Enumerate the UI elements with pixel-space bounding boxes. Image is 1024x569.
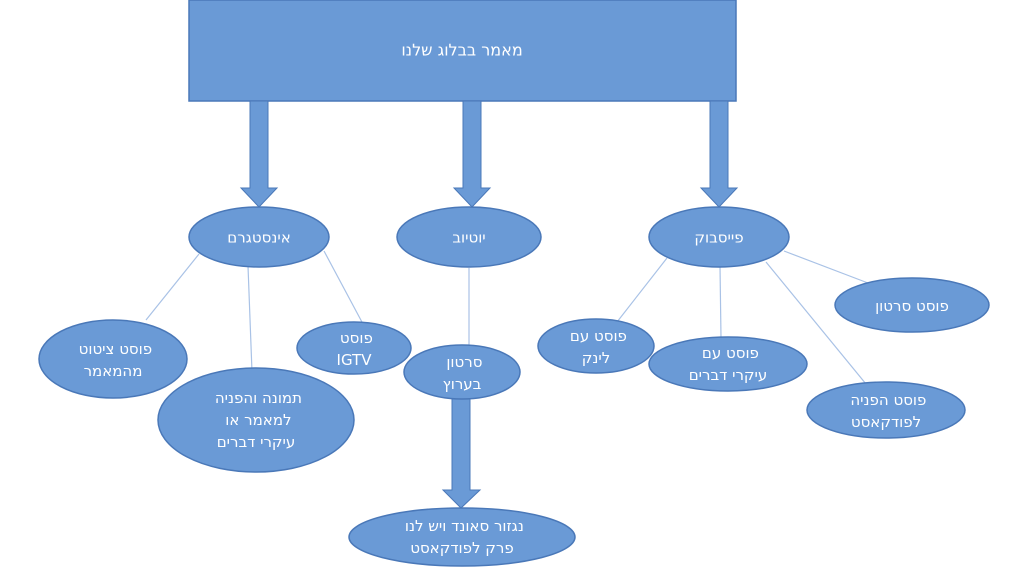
channel-instagram: אינסטגרם xyxy=(188,206,330,268)
facebook-item-key-points: פוסט עם עיקרי דברים xyxy=(648,336,808,392)
facebook-podcast-label: פוסט הפניה לפודקאסט xyxy=(846,391,927,431)
connector-facebook-podcast-ref xyxy=(765,261,867,385)
arrows xyxy=(239,100,739,509)
facebook-keypoints-label: פוסט עם עיקרי דברים xyxy=(689,344,768,384)
instagram-igtv-label: פוסט IGTV xyxy=(335,329,373,369)
facebook-keypoints-ellipse xyxy=(648,336,808,392)
connector-facebook-key-points xyxy=(719,265,722,339)
facebook-item-podcast-ref: פוסט הפניה לפודקאסט xyxy=(806,381,966,439)
instagram-item-image: תמונה והפניה למאמר או עיקרי דברים xyxy=(157,367,355,473)
instagram-quote-label: פוסט ציטוט מהמאמר xyxy=(74,340,152,380)
arrow-to-youtube xyxy=(452,100,492,208)
youtube-label: יוטיוב xyxy=(452,229,485,247)
root-box xyxy=(188,0,737,102)
facebook-link-label: פוסט עם לינק xyxy=(565,327,627,367)
facebook-video-ellipse xyxy=(834,277,990,333)
channel-youtube: יוטיוב xyxy=(396,206,542,268)
facebook-podcast-ellipse xyxy=(806,381,966,439)
connector-instagram-image xyxy=(247,265,253,373)
youtube-item-podcast: נגזור סאונד ויש לנו פרק לפודקאסט xyxy=(348,507,576,567)
channel-facebook: פייסבוק xyxy=(648,206,790,268)
youtube-ellipse xyxy=(396,206,542,268)
connector-facebook-video xyxy=(783,250,869,284)
youtube-podcast-label: נגזור סאונד ויש לנו פרק לפודקאסט xyxy=(400,517,524,557)
instagram-image-label: תמונה והפניה למאמר או עיקרי דברים xyxy=(210,389,302,451)
arrow-to-facebook xyxy=(699,100,739,208)
facebook-item-video: פוסט סרטון xyxy=(834,277,990,333)
facebook-link-ellipse xyxy=(537,318,655,374)
instagram-item-quote: פוסט ציטוט מהמאמר xyxy=(38,319,188,399)
instagram-ellipse xyxy=(188,206,330,268)
youtube-video-label: סרטון בערוץ xyxy=(442,353,483,393)
instagram-quote-ellipse xyxy=(38,319,188,399)
youtube-podcast-ellipse xyxy=(348,507,576,567)
root-label: מאמר בבלוג שלנו xyxy=(401,41,522,60)
instagram-item-igtv: פוסט IGTV xyxy=(296,321,412,375)
instagram-image-ellipse xyxy=(157,367,355,473)
connector-instagram-igtv xyxy=(323,250,364,325)
facebook-ellipse xyxy=(648,206,790,268)
youtube-item-video: סרטון בערוץ xyxy=(403,344,521,400)
instagram-label: אינסטגרם xyxy=(227,229,290,247)
facebook-video-label: פוסט סרטון xyxy=(875,297,949,315)
arrow-to-instagram xyxy=(239,100,279,208)
instagram-igtv-ellipse xyxy=(296,321,412,375)
connector-instagram-quote xyxy=(145,253,200,321)
facebook-item-link: פוסט עם לינק xyxy=(537,318,655,374)
connectors xyxy=(145,250,869,385)
facebook-label: פייסבוק xyxy=(694,229,743,247)
youtube-video-ellipse xyxy=(403,344,521,400)
arrow-to-podcast xyxy=(441,395,482,509)
connector-facebook-link xyxy=(616,257,668,323)
root-node: מאמר בבלוג שלנו xyxy=(188,0,737,102)
